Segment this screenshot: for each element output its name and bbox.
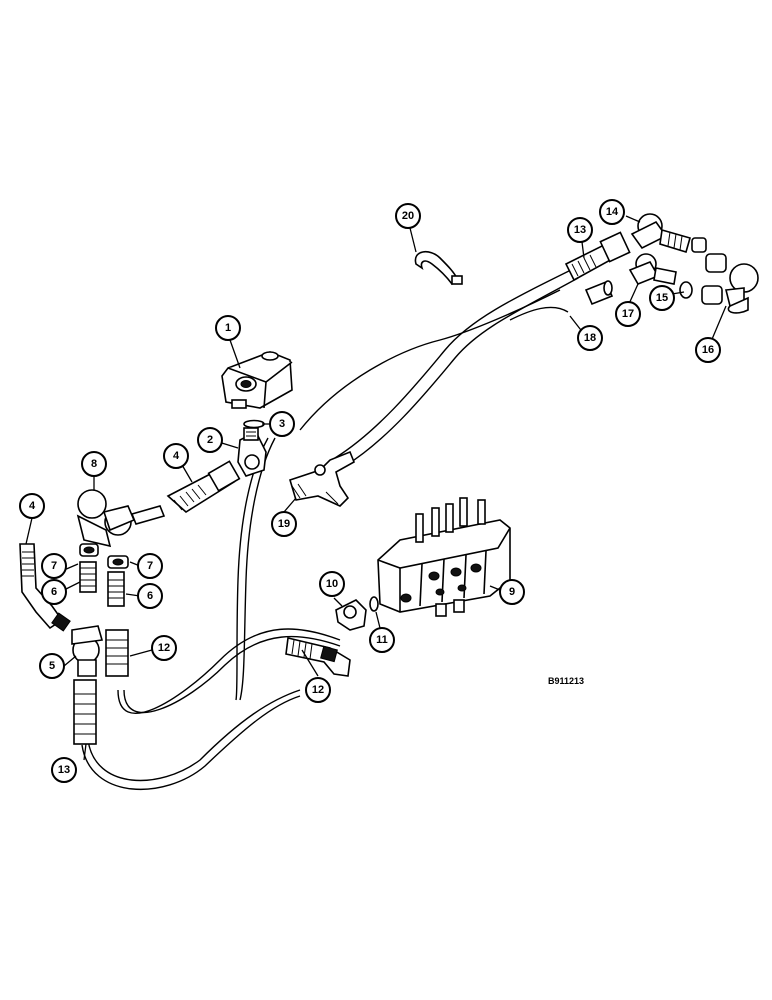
hose-end-13-top — [564, 231, 631, 282]
tee-fitting-19 — [289, 450, 356, 507]
o-ring-15 — [679, 281, 693, 299]
banjo-fitting-5 — [71, 625, 104, 677]
callout-17: 17 — [615, 301, 641, 327]
relief-valve-block — [221, 351, 293, 409]
callout-16: 16 — [695, 337, 721, 363]
callout-12-left: 12 — [151, 635, 177, 661]
elbow-fitting-10 — [335, 599, 367, 631]
svg-text:11: 11 — [376, 634, 388, 646]
svg-text:13: 13 — [574, 224, 586, 236]
hose-end-4-upper — [166, 460, 241, 513]
adapter-6-left — [79, 561, 97, 593]
hose-end-13-lower — [73, 679, 97, 745]
callout-1: 1 — [215, 315, 241, 341]
callout-12-right: 12 — [305, 677, 331, 703]
tee-fitting-8 — [76, 489, 166, 548]
callout-7-left: 7 — [41, 553, 67, 579]
tee-fitting-16 — [701, 253, 759, 314]
leader-lines — [25, 215, 727, 761]
svg-text:14: 14 — [606, 206, 619, 218]
callout-18: 18 — [577, 325, 603, 351]
o-ring-3 — [243, 419, 265, 429]
callout-13-top: 13 — [567, 217, 593, 243]
svg-text:2: 2 — [207, 434, 213, 446]
svg-text:10: 10 — [326, 578, 338, 590]
hose-end-4-left — [19, 543, 71, 632]
callout-6-left: 6 — [41, 579, 67, 605]
hose-end-12-right — [285, 637, 351, 677]
svg-text:1: 1 — [225, 322, 231, 334]
elbow-fitting-2 — [237, 427, 267, 477]
callout-3: 3 — [269, 411, 295, 437]
svg-text:13: 13 — [58, 764, 70, 776]
tube-18 — [584, 280, 614, 306]
svg-text:6: 6 — [147, 590, 153, 602]
o-ring-11 — [369, 596, 379, 612]
svg-text:17: 17 — [622, 308, 634, 320]
callout-7-right: 7 — [137, 553, 163, 579]
hose-end-12-left — [105, 629, 129, 677]
svg-text:15: 15 — [656, 292, 668, 304]
svg-text:5: 5 — [49, 660, 55, 672]
svg-text:12: 12 — [158, 642, 170, 654]
svg-text:19: 19 — [278, 518, 290, 530]
svg-text:20: 20 — [402, 210, 414, 222]
svg-text:9: 9 — [509, 586, 515, 598]
cable-tie-20 — [414, 251, 463, 286]
svg-text:16: 16 — [702, 344, 714, 356]
reference-code: B911213 — [548, 676, 584, 686]
callout-11: 11 — [369, 627, 395, 653]
callout-10: 10 — [319, 571, 345, 597]
svg-text:12: 12 — [312, 684, 324, 696]
callout-4-left: 4 — [19, 493, 45, 519]
callout-2: 2 — [197, 427, 223, 453]
control-valve-bank — [377, 497, 511, 617]
svg-text:18: 18 — [584, 332, 596, 344]
svg-text:4: 4 — [173, 450, 180, 462]
callout-6-right: 6 — [137, 583, 163, 609]
svg-text:3: 3 — [279, 418, 285, 430]
callout-19: 19 — [271, 511, 297, 537]
nut-7-left — [79, 543, 99, 557]
callout-9: 9 — [499, 579, 525, 605]
callout-4-upper: 4 — [163, 443, 189, 469]
callout-5: 5 — [39, 653, 65, 679]
callout-20: 20 — [395, 203, 421, 229]
callout-15: 15 — [649, 285, 675, 311]
elbow-fitting-14 — [630, 213, 707, 254]
svg-text:8: 8 — [91, 458, 97, 470]
svg-text:7: 7 — [51, 560, 57, 572]
nut-7-right — [107, 555, 129, 569]
callout-14: 14 — [599, 199, 625, 225]
callout-13-lower: 13 — [51, 757, 77, 783]
svg-text:7: 7 — [147, 560, 153, 572]
adapter-6-right — [107, 571, 125, 607]
svg-text:6: 6 — [51, 586, 57, 598]
svg-text:4: 4 — [29, 500, 36, 512]
elbow-fitting-17 — [628, 253, 677, 286]
callout-8: 8 — [81, 451, 107, 477]
